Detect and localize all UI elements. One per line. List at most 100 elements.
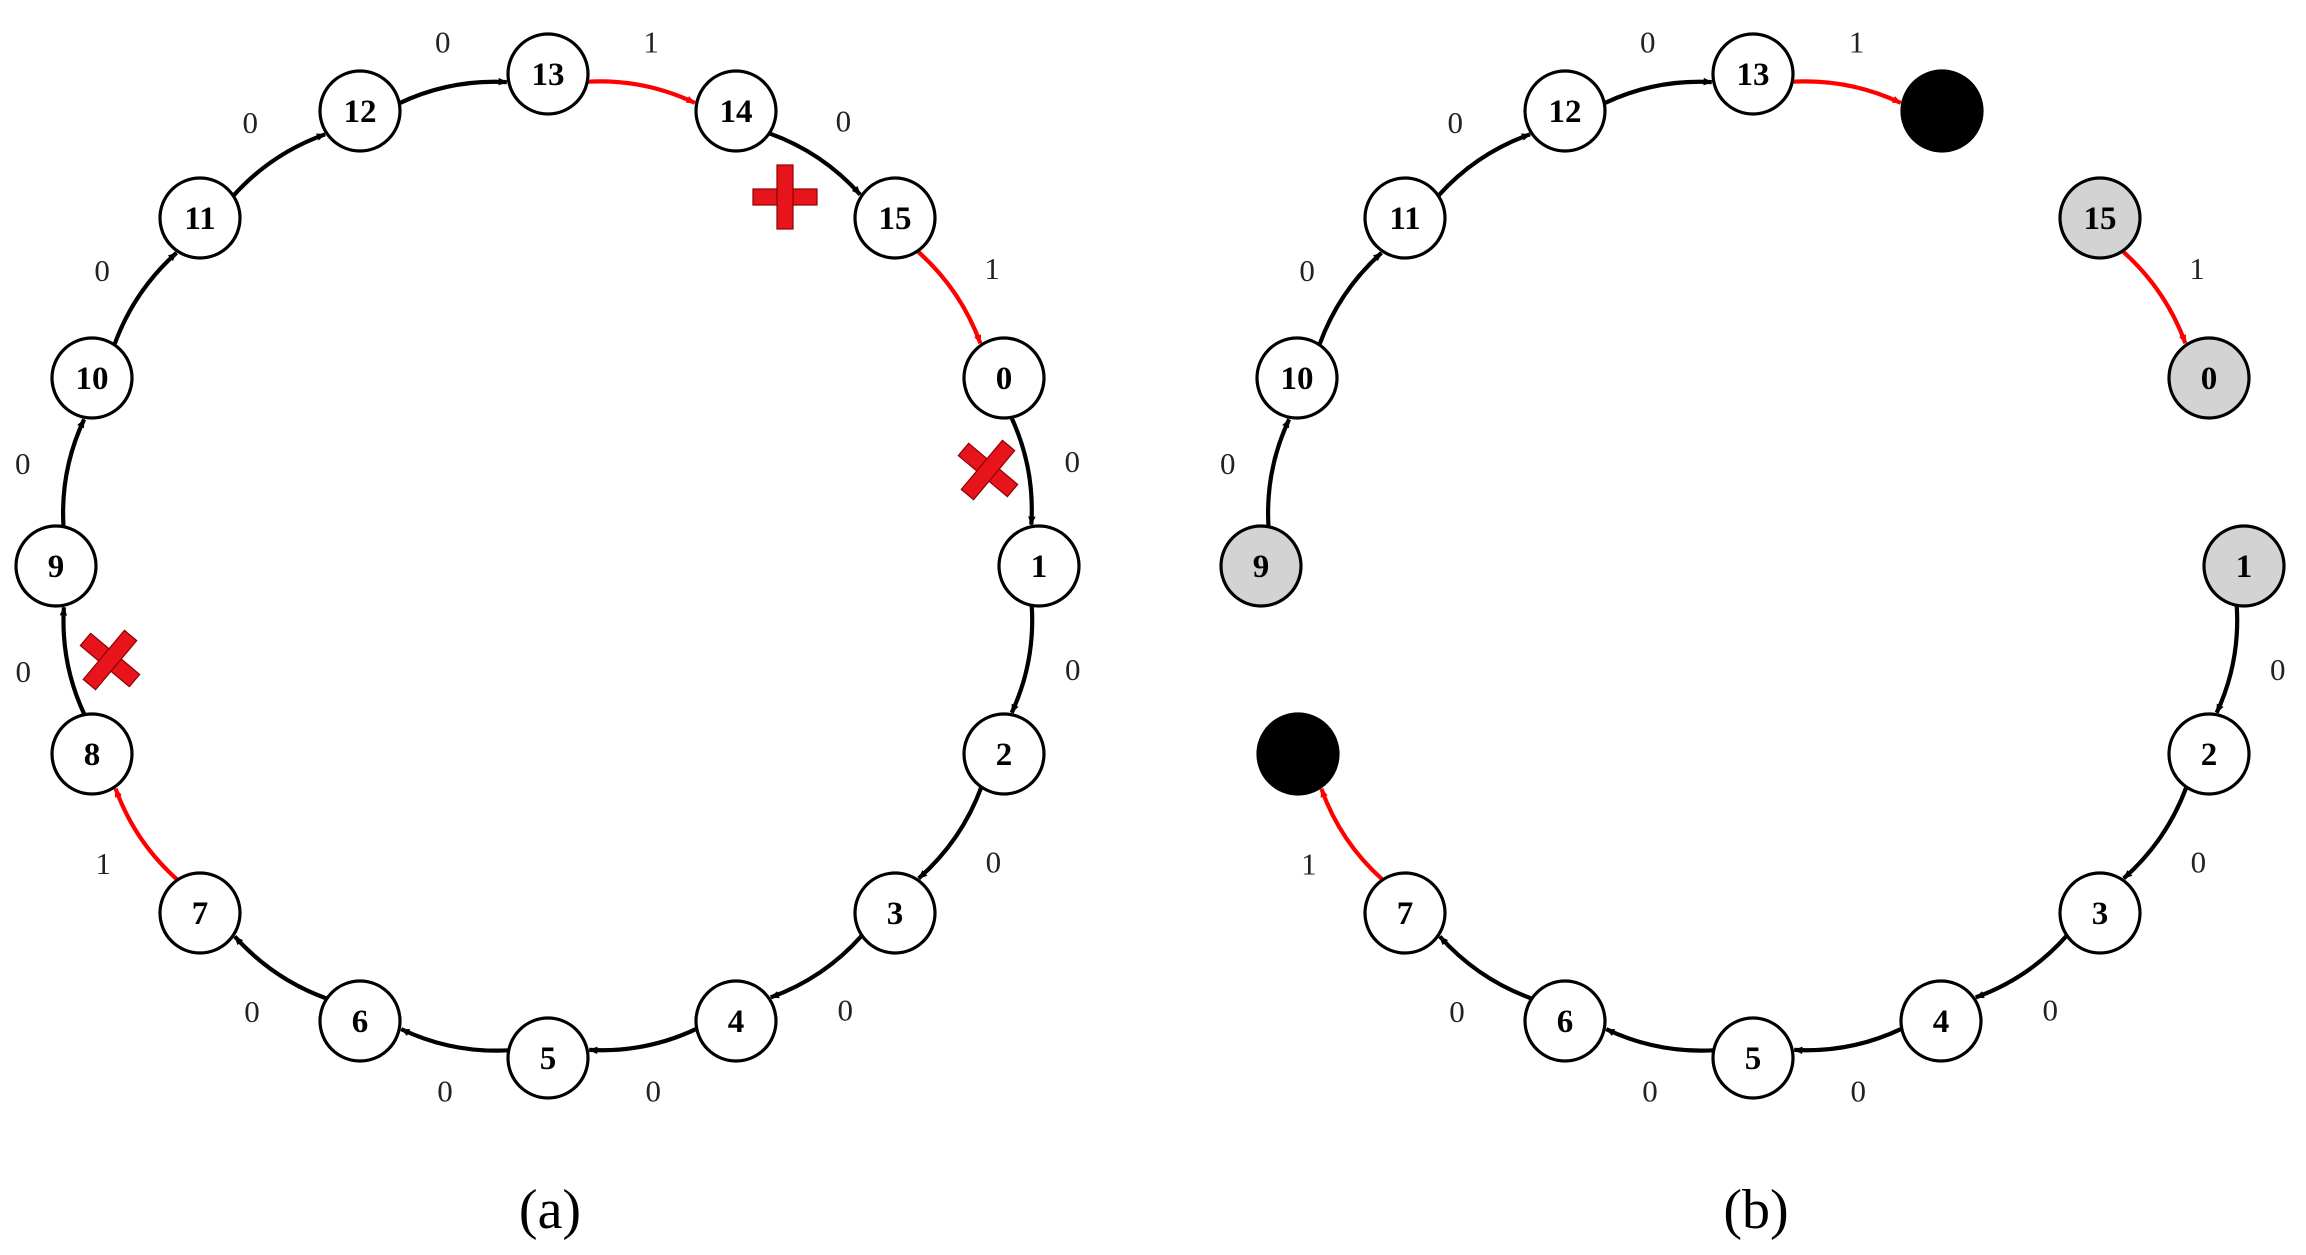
panel-b-node-15 <box>2058 176 2142 260</box>
panel-a-edge-label-15-0: 1 <box>984 251 1000 286</box>
panel-b-node-label-11: 11 <box>1389 201 1420 237</box>
cross-mark-0-1 <box>957 439 1019 501</box>
panel-a-edge-8-9 <box>59 606 87 716</box>
panel-b-edge-4-5 <box>1793 1026 1903 1055</box>
panel-a-edge-3-4 <box>769 934 864 1000</box>
panel-b-edge-3-4 <box>1974 934 2069 1000</box>
panel-a-edge-label-7-8: 1 <box>96 846 112 881</box>
panel-b-node-6 <box>1523 979 1607 1063</box>
panel-b-node-label-4: 4 <box>1933 1004 1950 1040</box>
panel-b-node-4 <box>1899 979 1983 1063</box>
panel-b-node-1 <box>2202 524 2286 608</box>
panel-b-node-label-2: 2 <box>2201 737 2218 773</box>
panel-a-edges <box>59 77 1036 1055</box>
panel-b-node-label-6: 6 <box>1557 1004 1574 1040</box>
panel-b-node-5 <box>1711 1016 1795 1100</box>
panel-a-edge-6-7 <box>233 935 328 1001</box>
panel-a-node-label-12: 12 <box>344 94 377 130</box>
panel-a-caption: (a) <box>519 1179 581 1241</box>
panel-a-node-label-4: 4 <box>728 1004 745 1040</box>
panel-a-edge-4-5 <box>588 1026 698 1055</box>
panel-a-edge-12-13 <box>398 77 508 106</box>
panel-b-edge-label-13-14: 1 <box>1849 24 1865 59</box>
panel-a-edge-label-3-4: 0 <box>838 993 854 1028</box>
panel-a-edge-label-13-14: 1 <box>643 24 659 59</box>
panel-a-edge-label-9-10: 0 <box>15 446 31 481</box>
panel-a-edge-5-6 <box>400 1027 509 1053</box>
panel-b-node-label-0: 0 <box>2201 361 2218 397</box>
panel-b-node-14 <box>1900 69 1984 153</box>
panel-b-edge-10-11 <box>1317 251 1383 346</box>
panel-b-node-13 <box>1711 32 1795 116</box>
panel-a-node-12 <box>318 69 402 153</box>
panel-a-node-label-11: 11 <box>184 201 215 237</box>
panel-a-edge-7-8 <box>113 787 179 882</box>
panel-a-edge-14-15 <box>768 131 862 196</box>
panel-a-node-10 <box>50 336 134 420</box>
panel-b-edge-7-8 <box>1319 788 1385 882</box>
panel-a-node-5 <box>506 1016 590 1100</box>
panel-a-node-label-0: 0 <box>996 361 1013 397</box>
panel-b-edge-label-15-0: 1 <box>2189 251 2205 286</box>
panel-a-edge-label-8-9: 0 <box>15 654 31 689</box>
panel-a-node-9 <box>14 524 98 608</box>
panel-a-edge-9-10 <box>61 418 87 527</box>
panel-a-node-4 <box>694 979 778 1063</box>
panel-b-edge-label-4-5: 0 <box>1850 1073 1866 1108</box>
panel-a-marks <box>79 164 1019 691</box>
panel-a-edge-0-1 <box>1009 416 1036 526</box>
panel-b-node-8 <box>1256 712 1340 796</box>
panel-b-edge-12-13 <box>1603 77 1713 106</box>
panel-b-edge-label-2-3: 0 <box>2191 844 2207 879</box>
panel-a-node-label-13: 13 <box>532 57 565 93</box>
panel-a-edge-label-1-2: 0 <box>1065 652 1081 687</box>
panel-b-node-12 <box>1523 69 1607 153</box>
panel-a-node-label-14: 14 <box>720 94 753 130</box>
panel-b-node-label-15: 15 <box>2084 201 2117 237</box>
panel-a-node-label-9: 9 <box>48 549 65 585</box>
panel-a-node-label-3: 3 <box>887 896 904 932</box>
panel-b-node-label-12: 12 <box>1549 94 1582 130</box>
panel-b-edge-15-0 <box>2121 249 2188 345</box>
panel-b-edge-label-11-12: 0 <box>1447 105 1463 140</box>
panel-a-edge-label-0-1: 0 <box>1065 444 1081 479</box>
panel-a-node-label-6: 6 <box>352 1004 369 1040</box>
panel-a-edge-10-11 <box>112 251 178 346</box>
panel-b-node-2 <box>2167 712 2251 796</box>
panel-b-node-label-13: 13 <box>1737 57 1770 93</box>
panel-a-node-label-15: 15 <box>879 201 912 237</box>
panel-b-node-label-9: 9 <box>1253 549 1270 585</box>
panel-b-node-label-7: 7 <box>1397 896 1414 932</box>
panel-a-edge-label-12-13: 0 <box>435 25 451 60</box>
panel-a-node-11 <box>158 176 242 260</box>
panel-b-node-0 <box>2167 336 2251 420</box>
panel-b-node-11 <box>1363 176 1447 260</box>
panel-b-edges <box>1266 77 2240 1055</box>
panel-a-node-14 <box>694 69 778 153</box>
panel-b-edge-1-2 <box>2214 605 2240 714</box>
panel-b-edge-label-6-7: 0 <box>1449 994 1465 1029</box>
panel-b-node-3 <box>2058 871 2142 955</box>
panel-b-edge-5-6 <box>1605 1027 1714 1053</box>
panel-b-node-label-3: 3 <box>2092 896 2109 932</box>
panel-b-edge-label-5-6: 0 <box>1642 1074 1658 1109</box>
panel-b-edge-2-3 <box>2122 786 2189 880</box>
panel-a-node-label-2: 2 <box>996 737 1013 773</box>
panel-b-edge-label-7-8: 1 <box>1301 846 1317 881</box>
panel-a-node-0 <box>962 336 1046 420</box>
panel-a-edge-label-6-7: 0 <box>244 994 260 1029</box>
panel-b-edge-13-14 <box>1792 79 1902 105</box>
panel-b-edge-label-12-13: 0 <box>1640 25 1656 60</box>
panel-a-edge-11-12 <box>231 132 326 198</box>
panel-b-edge-11-12 <box>1436 132 1531 198</box>
panel-a-node-label-1: 1 <box>1031 549 1048 585</box>
panel-a-node-2 <box>962 712 1046 796</box>
panel-a-edge-2-3 <box>917 786 984 880</box>
panel-a-edge-label-4-5: 0 <box>645 1073 661 1108</box>
panel-a-node-label-5: 5 <box>540 1041 557 1077</box>
panel-a-node-label-8: 8 <box>84 737 101 773</box>
